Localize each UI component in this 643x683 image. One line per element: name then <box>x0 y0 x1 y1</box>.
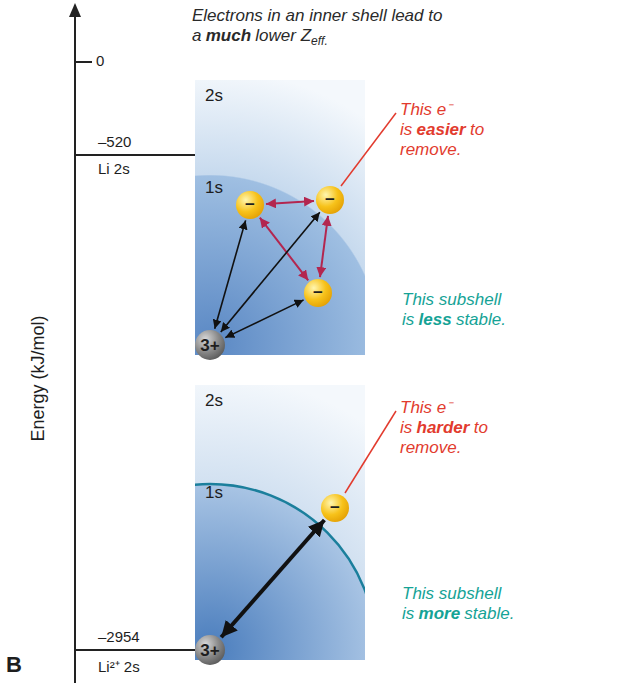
callout-text: easier <box>417 120 466 139</box>
charge-label: 3+ <box>200 642 219 659</box>
caption-note-text: eff. <box>311 34 328 48</box>
axis-value: –520 <box>98 133 131 150</box>
repulsion-arrow <box>320 216 328 277</box>
callout-text: less <box>419 310 452 329</box>
level-label: Li²⁺ 2s <box>98 656 140 676</box>
caption-note: Electrons in an inner shell lead to amuc… <box>192 6 492 49</box>
attraction-arrow <box>225 300 303 338</box>
axis-value: 0 <box>96 52 104 69</box>
repulsion-arrow <box>266 201 314 204</box>
attraction-arrow <box>215 220 246 328</box>
shell-shading <box>195 385 365 660</box>
callout-text: stable. <box>464 604 514 623</box>
nucleus: 3+ <box>195 635 225 665</box>
charge-label: 3+ <box>200 337 219 354</box>
repulsion-arrow <box>260 218 308 281</box>
electron: − <box>316 186 344 214</box>
callout: This e⁻ isharderto remove. <box>400 398 504 458</box>
axis-value: –2954 <box>98 628 140 645</box>
callout: This e⁻ iseasierto remove. <box>400 100 504 160</box>
electron: − <box>304 279 332 307</box>
callout-text: more <box>419 604 461 623</box>
electron-sign: − <box>325 191 335 208</box>
callout: This subshell islessstable. <box>402 290 540 330</box>
callout: This subshell ismorestable. <box>402 584 540 624</box>
subshell-label: 2s <box>205 391 223 411</box>
shell-boundary <box>195 484 365 660</box>
panel-letter: B <box>6 652 22 678</box>
subshell-label: 2s <box>205 86 223 106</box>
electron-sign: − <box>245 196 255 213</box>
leader-line <box>345 411 396 493</box>
subshell-panel: 2s 1s − 3+ <box>195 385 365 660</box>
callout-text: harder <box>417 418 470 437</box>
attraction-arrow <box>221 520 324 637</box>
axis-title: Energy (kJ/mol) <box>28 299 49 459</box>
caption-note-text: much <box>206 26 251 45</box>
subshell-label: 1s <box>205 178 223 198</box>
electron-sign: − <box>330 499 340 516</box>
subshell-label: 1s <box>205 483 223 503</box>
leader-line <box>341 113 396 186</box>
level-label: Li 2s <box>98 160 130 177</box>
subshell-panel: 2s 1s − − − 3+ <box>195 80 365 355</box>
nucleus: 3+ <box>195 330 225 360</box>
electron: − <box>321 494 349 522</box>
caption-note-text: lower Z <box>255 26 311 45</box>
electron: − <box>236 191 264 219</box>
callout-text: stable. <box>456 310 506 329</box>
shell-shading <box>195 80 365 355</box>
axis <box>69 3 195 683</box>
attraction-arrow <box>221 212 320 332</box>
electron-sign: − <box>313 284 323 301</box>
